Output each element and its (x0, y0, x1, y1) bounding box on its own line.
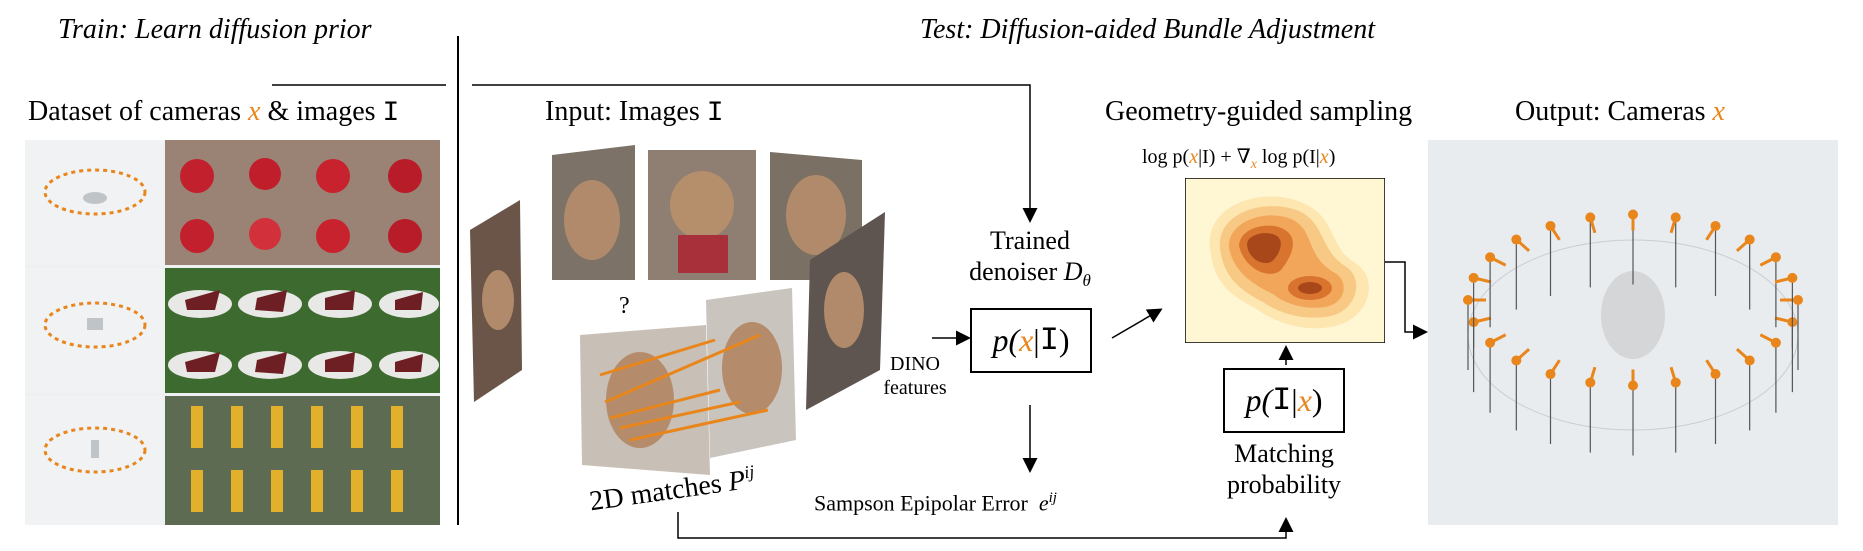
camera-direction (1705, 225, 1717, 241)
camera-direction (1669, 216, 1678, 234)
camera-direction (1473, 316, 1492, 324)
camera-direction (1774, 276, 1793, 284)
camera-direction (1515, 348, 1531, 362)
sampling-heatmap (1185, 178, 1385, 343)
camera-direction (1473, 276, 1492, 284)
camera-direction (1549, 359, 1561, 375)
cake-images (165, 268, 440, 393)
camera-direction (1588, 366, 1597, 384)
camera-direction (1774, 316, 1793, 324)
likelihood-box: p(I|x) (1223, 368, 1345, 433)
dataset-title: Dataset of cameras x & images I (28, 96, 400, 129)
camera-direction (1489, 255, 1507, 267)
test-header: Test: Diffusion-aided Bundle Adjustment (920, 14, 1375, 45)
input-to-denoiser-arrow (472, 84, 1038, 223)
camera-direction (1515, 238, 1531, 252)
camera-direction (1759, 255, 1777, 267)
camera-direction (1735, 238, 1751, 252)
train-header: Train: Learn diffusion prior (58, 14, 372, 45)
heatmap-to-output-arrow (1385, 261, 1428, 340)
camera-rig-thumb-2 (25, 268, 163, 393)
match-lines (599, 333, 769, 442)
output-cameras (1428, 140, 1838, 525)
apple-images (165, 140, 440, 265)
sampling-title: Geometry-guided sampling (1105, 96, 1413, 127)
dataset-grid (25, 140, 440, 525)
output-title: Output: Cameras x (1515, 96, 1725, 127)
epipolar-label: Sampson Epipolar Error eij (814, 490, 1057, 516)
camera-rig-thumb-3 (25, 396, 163, 525)
camera-direction (1705, 359, 1717, 375)
hydrant-images (165, 396, 440, 525)
input-title: Input: Images I (545, 96, 724, 129)
camera-direction (1489, 333, 1507, 345)
question-mark: ? (619, 293, 630, 319)
camera-markers (1463, 209, 1803, 456)
input-images (470, 145, 885, 475)
camera-rig-thumb-1 (25, 140, 163, 265)
prior-to-sampling-arrow (1111, 308, 1163, 339)
matching-probability-label: Matching probability (1226, 439, 1342, 499)
camera-direction (1735, 348, 1751, 362)
camera-direction (1759, 333, 1777, 345)
sampling-formula: log p(x|I) + ∇x log p(I|x) (1142, 146, 1336, 172)
camera-marker (1468, 272, 1479, 283)
dino-label: DINO features (883, 353, 947, 399)
denoiser-label: Trained denoiser Dθ (969, 226, 1091, 291)
matches-to-probability-arrow (677, 512, 1294, 539)
prior-box: p(x|I) (970, 308, 1092, 373)
teddy-model (1601, 271, 1665, 359)
camera-direction (1549, 225, 1561, 241)
camera-direction (1588, 216, 1597, 234)
camera-direction (1669, 366, 1678, 384)
